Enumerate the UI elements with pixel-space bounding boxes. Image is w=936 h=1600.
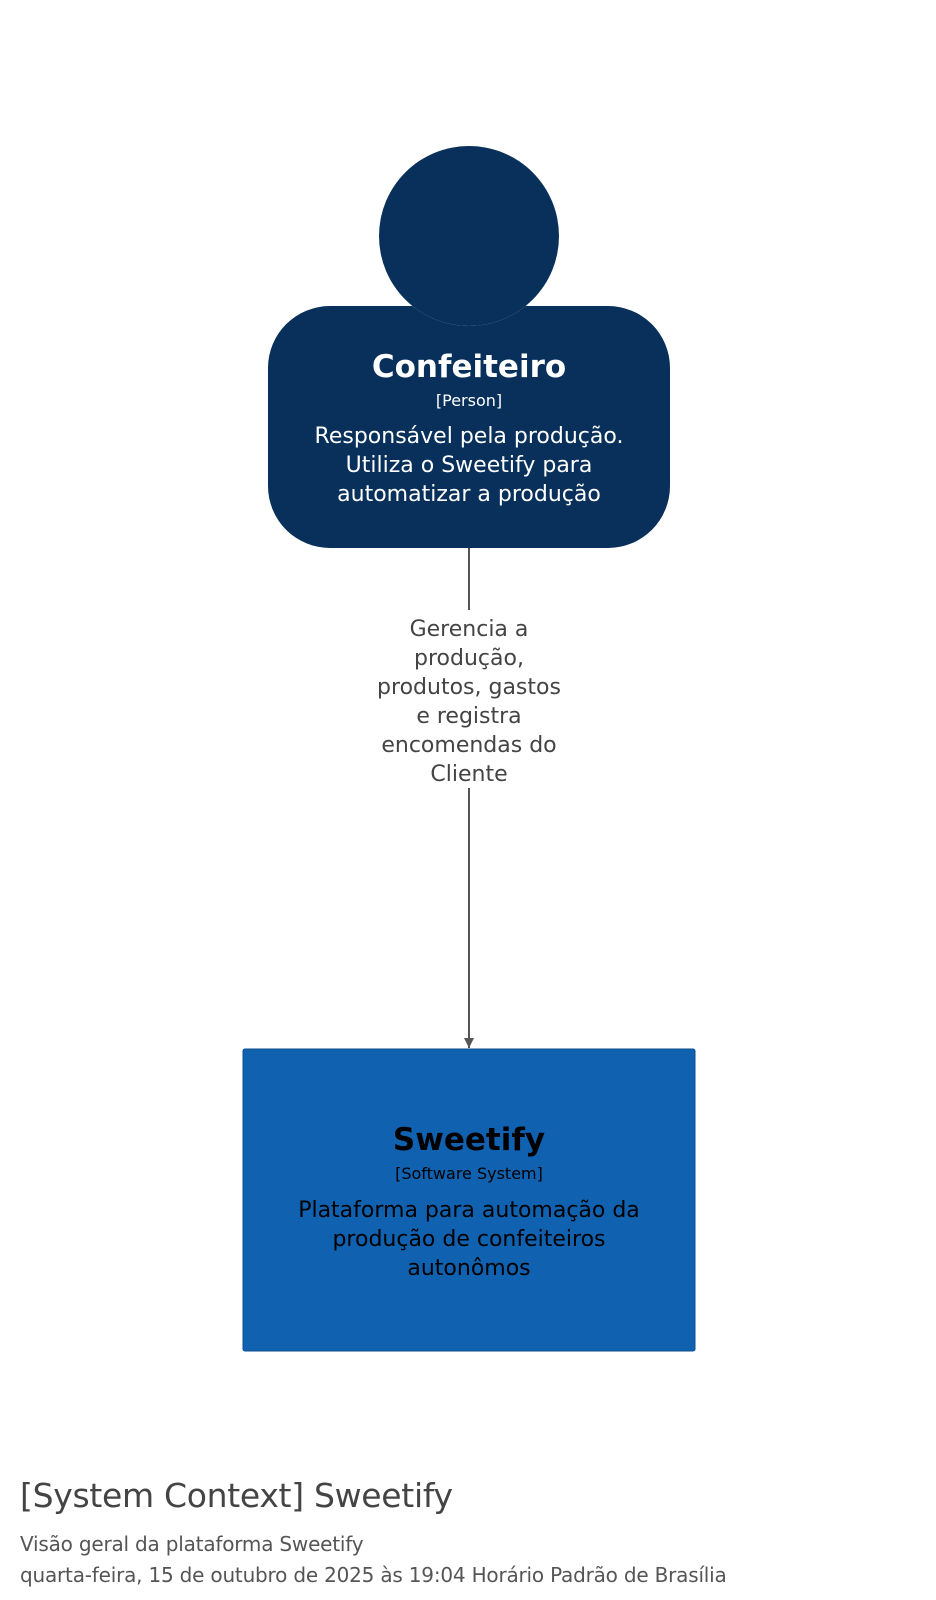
software-system-sweetify[interactable]: Sweetify [Software System] Plataforma pa…	[242, 1048, 696, 1352]
person-body	[268, 306, 670, 548]
edge-label-line-1: Gerencia a	[410, 617, 529, 642]
person-description-line-1: Responsável pela produção.	[315, 424, 624, 449]
diagram-description: Visão geral da plataforma Sweetify	[20, 1532, 364, 1556]
edge-label-line-4: e registra	[416, 704, 521, 729]
edge-label-line-5: encomendas do	[381, 733, 556, 758]
system-description-line-2: produção de confeiteiros	[332, 1227, 605, 1252]
diagram-date: quarta-feira, 15 de outubro de 2025 às 1…	[20, 1563, 727, 1587]
system-box	[242, 1048, 696, 1352]
diagram-title: [System Context] Sweetify	[20, 1476, 453, 1515]
person-description-line-3: automatizar a produção	[337, 482, 601, 507]
person-confeiteiro[interactable]: Confeiteiro [Person] Responsável pela pr…	[268, 146, 670, 548]
edge-label-line-6: Cliente	[430, 762, 507, 787]
system-type: [Software System]	[395, 1164, 543, 1183]
person-name: Confeiteiro	[372, 349, 566, 385]
person-description-line-2: Utiliza o Sweetify para	[346, 453, 593, 478]
system-description-line-1: Plataforma para automação da	[298, 1198, 640, 1223]
relationship-edge[interactable]: Gerencia a produção, produtos, gastos e …	[377, 548, 561, 1048]
person-type: [Person]	[436, 391, 502, 410]
person-head-fill	[379, 146, 559, 326]
edge-label-line-3: produtos, gastos	[377, 675, 561, 700]
edge-label-line-2: produção,	[414, 646, 524, 671]
system-description-line-3: autonômos	[407, 1256, 530, 1281]
system-name: Sweetify	[393, 1122, 545, 1158]
